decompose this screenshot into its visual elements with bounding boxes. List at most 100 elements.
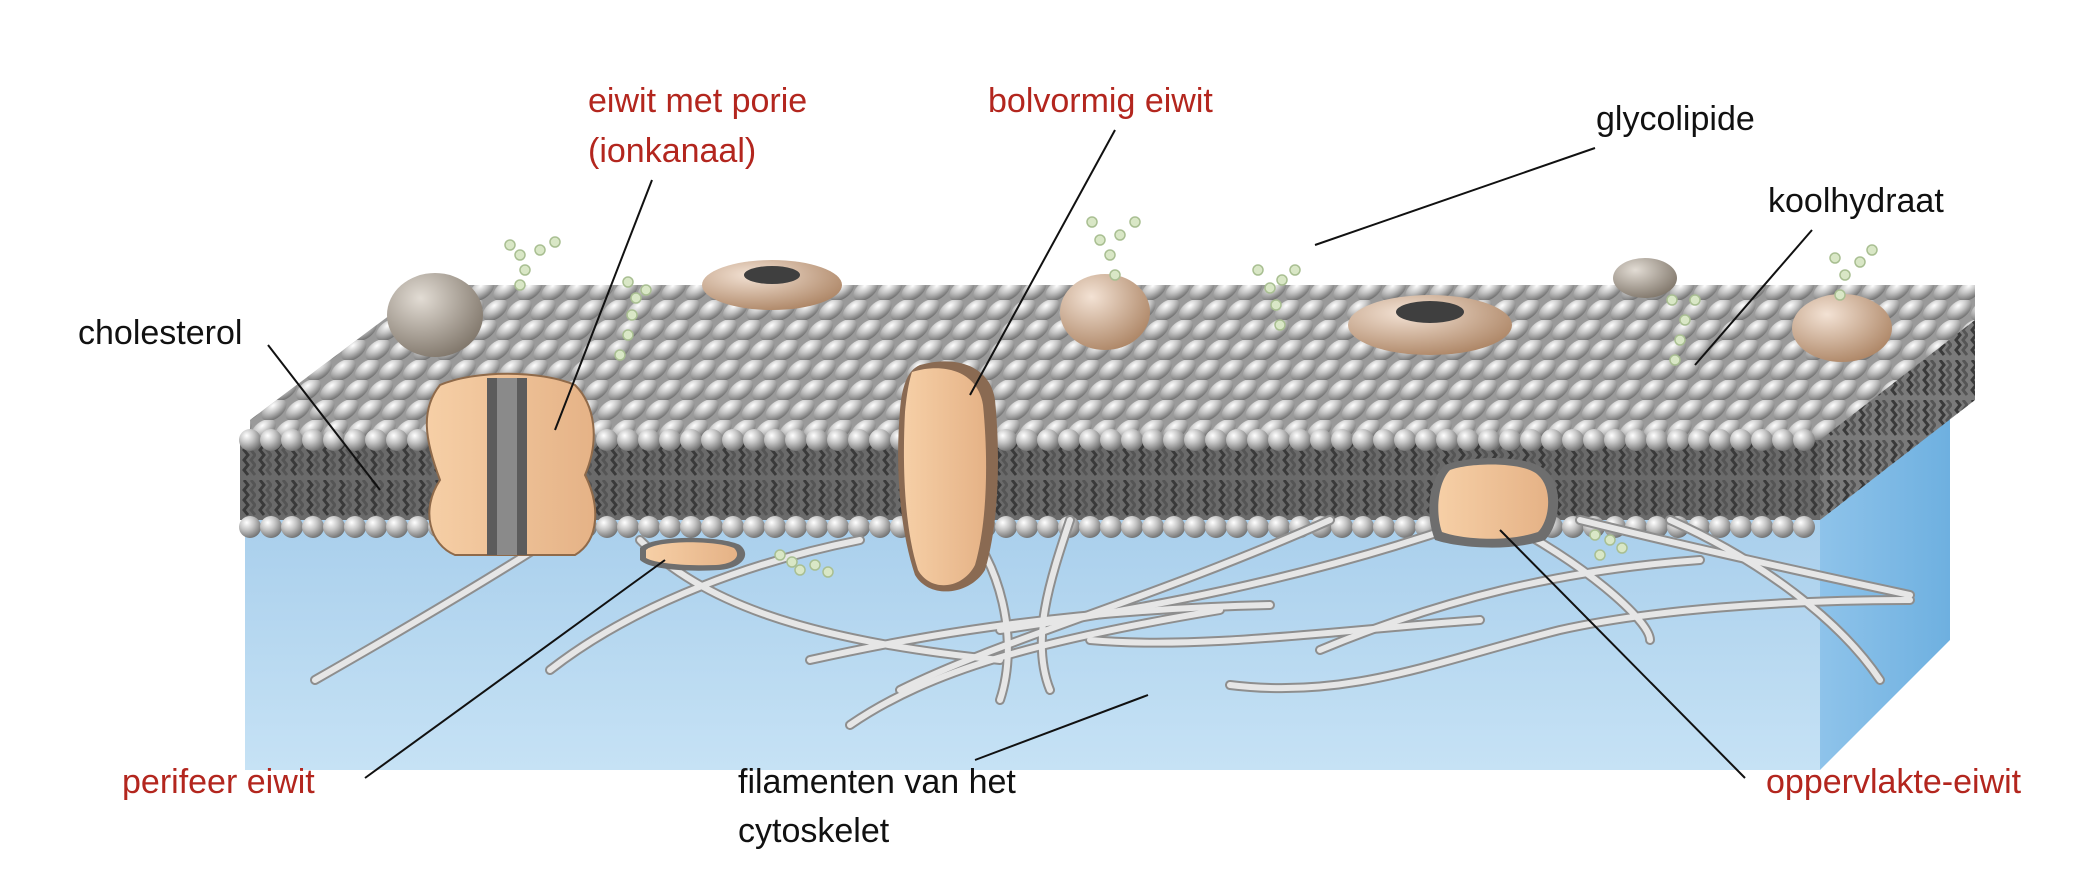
carbohydrate-bead xyxy=(1839,269,1851,281)
phospholipid-head xyxy=(1772,516,1794,538)
carbohydrate-bead xyxy=(1689,294,1701,306)
phospholipid-head xyxy=(827,516,849,538)
phospholipid-head xyxy=(701,516,723,538)
phospholipid-head xyxy=(344,429,366,451)
carbohydrate-bead xyxy=(614,349,626,361)
phospholipid-head xyxy=(1247,516,1269,538)
phospholipid-head xyxy=(1331,516,1353,538)
carbohydrate-bead xyxy=(774,549,786,561)
phospholipid-head xyxy=(1625,429,1647,451)
phospholipid-head xyxy=(1772,429,1794,451)
carbohydrate-bead xyxy=(1604,534,1616,546)
phospholipid-head xyxy=(1457,429,1479,451)
carbohydrate-bead xyxy=(1252,264,1264,276)
phospholipid-head xyxy=(1751,516,1773,538)
phospholipid-head xyxy=(1079,429,1101,451)
phospholipid-head xyxy=(743,429,765,451)
phospholipid-head xyxy=(995,516,1017,538)
phospholipid-head xyxy=(617,429,639,451)
label-cholesterol: cholesterol xyxy=(78,314,243,352)
phospholipid-head xyxy=(1163,516,1185,538)
phospholipid-head xyxy=(1520,429,1542,451)
phospholipid-head xyxy=(386,516,408,538)
phospholipid-head xyxy=(407,516,429,538)
phospholipid-head xyxy=(1352,429,1374,451)
carbohydrate-bead xyxy=(626,309,638,321)
phospholipid-head xyxy=(1037,429,1059,451)
phospholipid-head xyxy=(806,516,828,538)
phospholipid-head xyxy=(1373,429,1395,451)
surface-caps xyxy=(387,258,1892,362)
phospholipid-head xyxy=(1667,429,1689,451)
phospholipid-head xyxy=(386,429,408,451)
phospholipid-head xyxy=(701,429,723,451)
carbohydrate-bead xyxy=(1086,216,1098,228)
phospholipid-head xyxy=(659,429,681,451)
phospholipid-head xyxy=(785,516,807,538)
phospholipid-head xyxy=(596,516,618,538)
globular-protein xyxy=(898,361,998,592)
label-pore-protein-line1: eiwit met porie xyxy=(588,82,808,120)
phospholipid-head xyxy=(827,429,849,451)
carbohydrate-bead xyxy=(1669,354,1681,366)
carbohydrate-bead xyxy=(1129,216,1141,228)
phospholipid-head xyxy=(1058,429,1080,451)
phospholipid-head xyxy=(1163,429,1185,451)
phospholipid-head xyxy=(365,516,387,538)
phospholipid-head xyxy=(1142,516,1164,538)
phospholipid-head xyxy=(638,516,660,538)
carbohydrate-bead xyxy=(1589,529,1601,541)
phospholipid-head xyxy=(1646,429,1668,451)
carbohydrate-bead xyxy=(1109,269,1121,281)
phospholipid-head xyxy=(1247,429,1269,451)
carbohydrate-bead xyxy=(534,244,546,256)
carbohydrate-bead xyxy=(1289,264,1301,276)
carbohydrate-bead xyxy=(1270,299,1282,311)
phospholipid-head xyxy=(806,429,828,451)
carbohydrate-bead xyxy=(1276,274,1288,286)
phospholipid-head xyxy=(365,429,387,451)
carbohydrate-chains xyxy=(504,216,1878,578)
label-glycolipid: glycolipide xyxy=(1596,100,1755,138)
phospholipid-head xyxy=(848,429,870,451)
phospholipid-head xyxy=(1100,429,1122,451)
phospholipid-head xyxy=(869,516,891,538)
phospholipid-head xyxy=(260,429,282,451)
phospholipid-head xyxy=(680,516,702,538)
phospholipid-head xyxy=(1142,429,1164,451)
phospholipid-head xyxy=(1394,429,1416,451)
phospholipid-head xyxy=(1436,429,1458,451)
phospholipid-head xyxy=(764,516,786,538)
phospholipid-head xyxy=(1226,516,1248,538)
phospholipid-head xyxy=(1268,429,1290,451)
phospholipid-head xyxy=(995,429,1017,451)
carbohydrate-bead xyxy=(1829,252,1841,264)
phospholipid-head xyxy=(1121,516,1143,538)
phospholipid-head xyxy=(1079,516,1101,538)
phospholipid-head xyxy=(1730,516,1752,538)
carbohydrate-bead xyxy=(1594,549,1606,561)
phospholipid-head xyxy=(302,516,324,538)
phospholipid-head xyxy=(659,516,681,538)
membrane-top-surface xyxy=(250,285,1975,455)
phospholipid-head xyxy=(743,516,765,538)
phospholipid-head xyxy=(1688,429,1710,451)
phospholipid-head xyxy=(1709,516,1731,538)
phospholipid-head xyxy=(617,516,639,538)
phospholipid-head xyxy=(239,429,261,451)
phospholipid-head xyxy=(1289,429,1311,451)
phospholipid-head xyxy=(596,429,618,451)
phospholipid-head xyxy=(722,516,744,538)
phospholipid-head xyxy=(1415,429,1437,451)
leader-lines xyxy=(267,129,1813,779)
phospholipid-head xyxy=(1478,429,1500,451)
phospholipid-head xyxy=(323,516,345,538)
surface-protein xyxy=(1429,458,1559,548)
phospholipid-head xyxy=(785,429,807,451)
carbohydrate-bead xyxy=(640,284,652,296)
phospholipid-head xyxy=(344,516,366,538)
carbohydrate-bead xyxy=(1104,249,1116,261)
label-filaments-line1: filamenten van het xyxy=(738,763,1016,801)
carbohydrate-bead xyxy=(514,279,526,291)
